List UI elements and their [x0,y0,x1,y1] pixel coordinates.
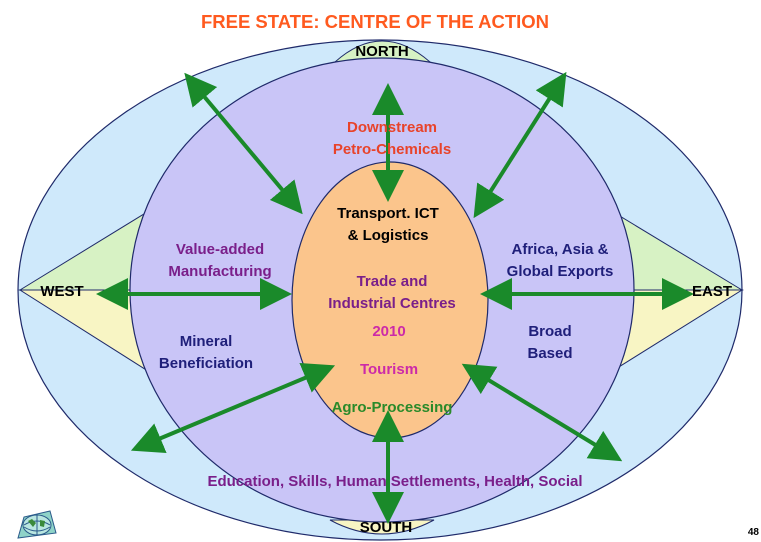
arrow-northeast [473,71,567,219]
value-added-line2: Manufacturing [168,263,271,280]
label-north: NORTH [355,43,408,60]
page-number: 48 [747,527,759,538]
downstream-line2: Petro-Chemicals [333,141,451,158]
label-east: EAST [692,283,732,300]
value-added-line1: Value-added [176,241,264,258]
broad-line1: Broad [528,323,571,340]
agro-label: Agro-Processing [332,399,453,416]
globe-logo [14,505,60,542]
label-south: SOUTH [360,519,413,536]
tourism-label: Tourism [360,361,418,378]
north-lens [333,40,432,63]
page-title: FREE STATE: CENTRE OF THE ACTION [201,11,549,32]
mineral-line2: Beneficiation [159,355,253,372]
africa-line2: Global Exports [507,263,614,280]
education-label: Education, Skills, Human Settlements, He… [207,473,582,490]
label-west: WEST [40,283,83,300]
africa-line1: Africa, Asia & [512,241,609,258]
transport-line2: & Logistics [348,227,429,244]
trade-line1: Trade and [357,273,428,290]
arrow-southeast [461,363,623,462]
year-label: 2010 [372,323,405,340]
transport-line1: Transport. ICT [337,205,439,222]
south-lens [329,519,435,535]
trade-line2: Industrial Centres [328,295,456,312]
broad-line2: Based [527,345,572,362]
arrow-northwest [184,72,303,215]
arrow-southwest [130,362,336,454]
downstream-line1: Downstream [347,119,437,136]
mineral-line1: Mineral [180,333,233,350]
